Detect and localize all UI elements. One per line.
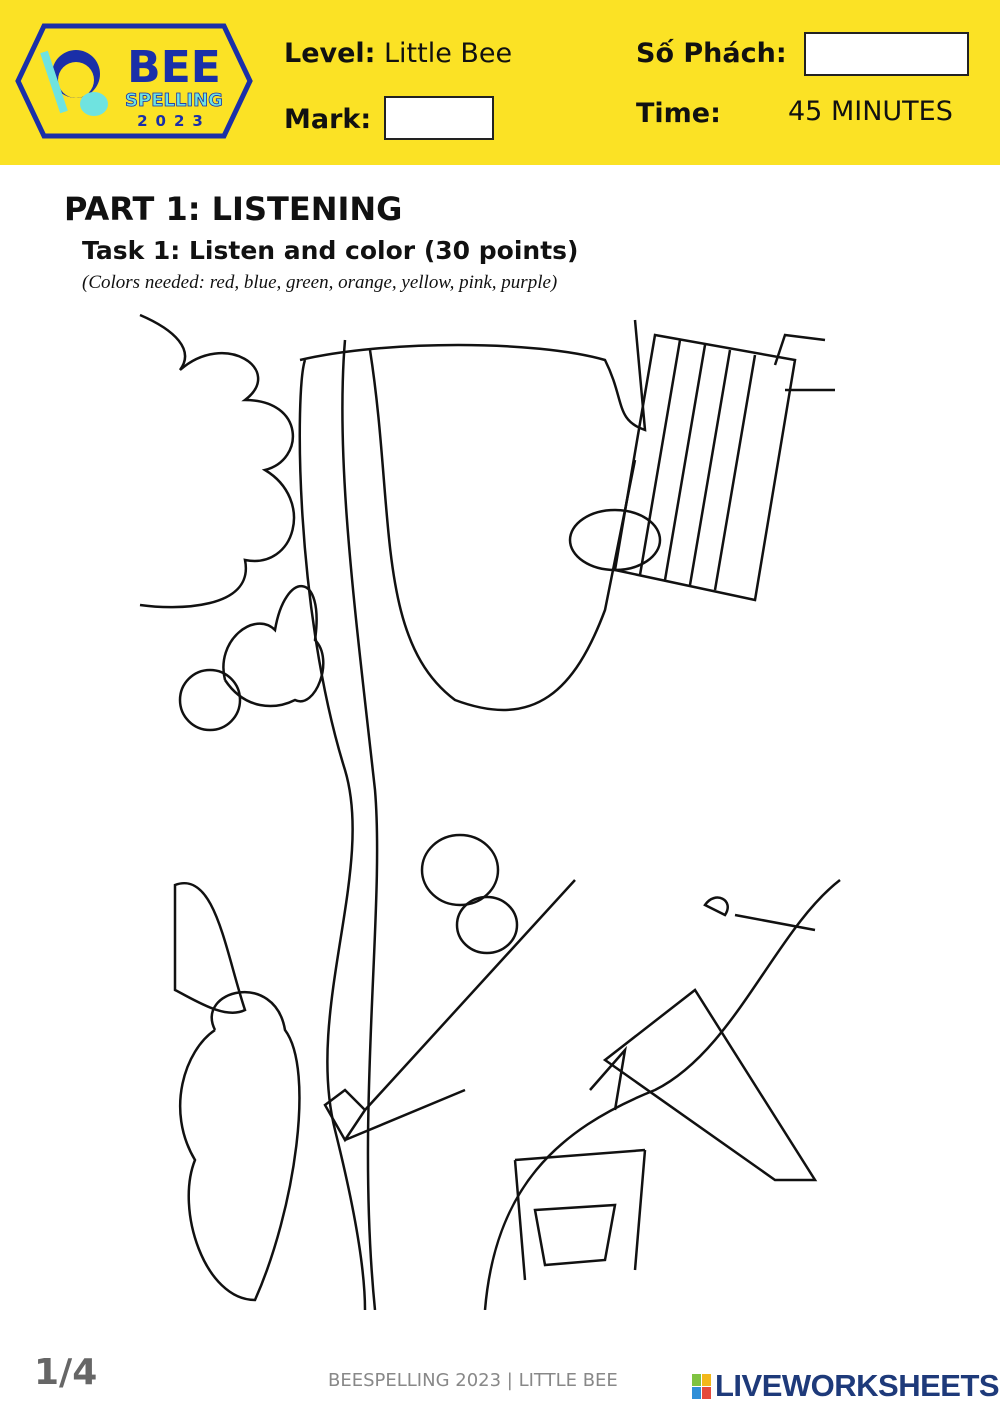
svg-text:2023: 2023 — [137, 112, 211, 130]
footer-text: BEESPELLING 2023 | LITTLE BEE — [328, 1370, 618, 1391]
liveworksheets-brand: LIVEWORKSHEETS — [715, 1368, 1000, 1403]
liveworksheets-mark-icon — [692, 1373, 711, 1399]
bee-spelling-logo: BEE SPELLING 2023 — [15, 23, 253, 139]
airplane — [173, 881, 247, 1014]
small-cloud — [222, 585, 325, 708]
page-number: 1/4 — [34, 1352, 98, 1393]
level-label: Level: — [284, 38, 376, 69]
mark-label: Mark: — [284, 104, 372, 135]
ground-line — [483, 879, 841, 1310]
tree-cloud-left — [179, 990, 301, 1302]
svg-text:SPELLING: SPELLING — [125, 90, 223, 111]
svg-text:BEE: BEE — [127, 42, 221, 93]
pond-hill — [299, 319, 647, 712]
so-phach-field[interactable] — [804, 32, 969, 76]
so-phach-label: Số Phách: — [636, 38, 787, 69]
path-line — [341, 339, 379, 1310]
sun-icon — [178, 668, 242, 732]
colors-note: (Colors needed: red, blue, green, orange… — [82, 272, 558, 293]
kite — [323, 879, 576, 1143]
squirrel — [703, 896, 816, 932]
level-value: Little Bee — [384, 38, 513, 69]
part-title: PART 1: LISTENING — [64, 190, 403, 228]
header-banner: BEE SPELLING 2023 Level: Little Bee Mark… — [0, 0, 1000, 165]
slide — [589, 988, 818, 1182]
time-label: Time: — [636, 98, 721, 129]
sky-hill-outline — [298, 359, 367, 1310]
girl-reading — [568, 508, 662, 572]
liveworksheets-logo: LIVEWORKSHEETS — [692, 1368, 1000, 1404]
coloring-picture[interactable] — [135, 310, 845, 1310]
mark-field[interactable] — [384, 96, 494, 140]
big-cloud — [139, 313, 296, 609]
swing — [513, 1148, 647, 1281]
children — [420, 833, 500, 907]
time-value: 45 MINUTES — [788, 96, 953, 127]
task-title: Task 1: Listen and color (30 points) — [82, 236, 579, 265]
bench — [613, 333, 835, 602]
